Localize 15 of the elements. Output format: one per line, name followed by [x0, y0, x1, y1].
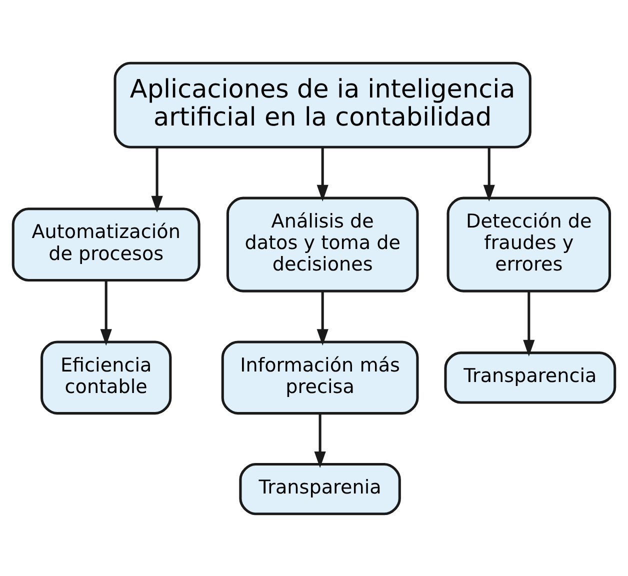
node-box: Eficiencia contable [40, 340, 172, 414]
arrow [100, 280, 112, 346]
arrow [151, 146, 163, 212]
node-box: Transparenia [239, 462, 401, 515]
node-box: Información más precisa [221, 340, 419, 414]
arrow [523, 290, 535, 356]
node-box: Detección de fraudes y errores [446, 196, 612, 292]
node-box: Transparencia [444, 351, 616, 404]
node-box: Análisis de datos y toma de decisiones [226, 196, 419, 292]
arrow [316, 146, 328, 201]
node-box: Automatización de procesos [12, 207, 200, 281]
arrow [314, 413, 326, 468]
arrow [316, 290, 328, 346]
node-box: Aplicaciones de ia inteligencia artificial en la contabilidad [114, 61, 532, 148]
arrow [483, 146, 495, 201]
